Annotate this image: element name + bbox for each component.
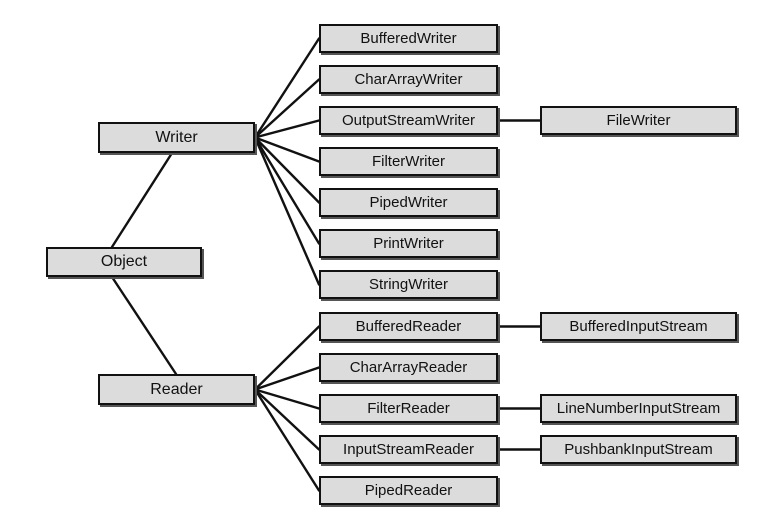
connector-writer-piped_writer — [253, 136, 321, 204]
connector-reader-piped_reader — [253, 388, 321, 492]
object-node: Object — [46, 247, 202, 277]
string-writer-node: StringWriter — [319, 270, 498, 299]
filter-reader-node: FilterReader — [319, 394, 498, 423]
output-stream-writer-node: OutputStreamWriter — [319, 106, 498, 135]
reader-node: Reader — [98, 374, 255, 405]
connector-object-writer — [110, 151, 174, 249]
connector-writer-filter_writer — [253, 136, 321, 163]
file-writer-node: FileWriter — [540, 106, 737, 135]
connector-object-reader — [110, 275, 178, 376]
line-number-input-stream-node: LineNumberInputStream — [540, 394, 737, 423]
buffered-writer-node: BufferedWriter — [319, 24, 498, 53]
input-stream-reader-node: InputStreamReader — [319, 435, 498, 464]
filter-writer-node: FilterWriter — [319, 147, 498, 176]
buffered-reader-node: BufferedReader — [319, 312, 498, 341]
connector-writer-string_writer — [253, 136, 321, 286]
connector-reader-char_array_reader — [253, 366, 321, 391]
connector-reader-input_stream_reader — [253, 388, 321, 451]
connector-reader-buffered_reader — [253, 325, 321, 391]
piped-reader-node: PipedReader — [319, 476, 498, 505]
connector-reader-filter_reader — [253, 388, 321, 410]
connector-writer-print_writer — [253, 136, 321, 245]
piped-writer-node: PipedWriter — [319, 188, 498, 217]
print-writer-node: PrintWriter — [319, 229, 498, 258]
writer-node: Writer — [98, 122, 255, 153]
char-array-writer-node: CharArrayWriter — [319, 65, 498, 94]
connector-writer-char_array_writer — [253, 78, 321, 139]
char-array-reader-node: CharArrayReader — [319, 353, 498, 382]
connector-writer-buffered_writer — [253, 37, 321, 139]
buffered-input-stream-node: BufferedInputStream — [540, 312, 737, 341]
pushbank-input-stream-node: PushbankInputStream — [540, 435, 737, 464]
connector-writer-output_stream_writer — [253, 119, 321, 139]
